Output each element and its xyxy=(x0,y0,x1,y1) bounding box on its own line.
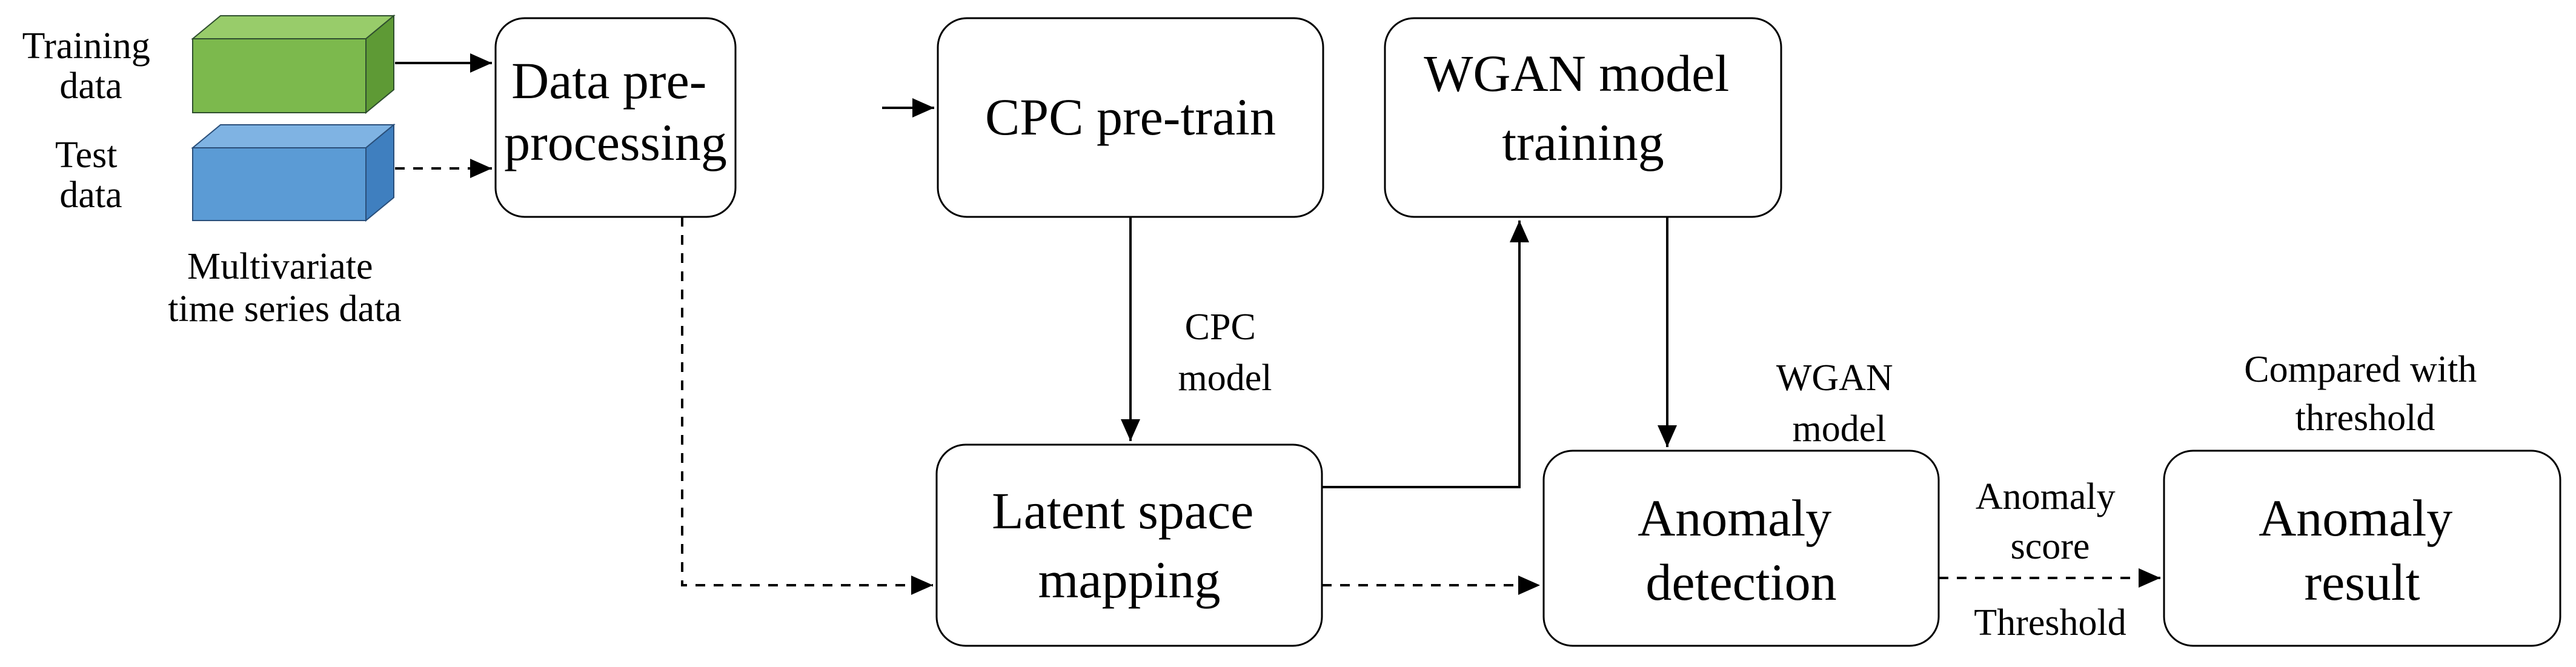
test-data-label-line-1: Test xyxy=(55,134,117,176)
training-data-label: Training data xyxy=(22,25,160,107)
test-block-top xyxy=(191,124,396,148)
test-data-label: Test data xyxy=(55,134,127,216)
cpc-model-label-line-2: model xyxy=(1178,357,1272,399)
node-latent-mapping-label: Latent space mapping xyxy=(992,482,1267,609)
compared-threshold-label: Compared with threshold xyxy=(2244,349,2486,439)
training-data-label-line-2: data xyxy=(59,65,122,107)
compared-threshold-label-line-1: Compared with xyxy=(2244,349,2477,390)
multivariate-caption: Multivariate time series data xyxy=(168,246,402,330)
cpc-model-label: CPC model xyxy=(1178,307,1272,399)
node-cpc-pretrain: CPC pre-train xyxy=(937,17,1324,218)
threshold-label-line-1: Threshold xyxy=(1974,602,2126,643)
node-wgan-training: WGAN model training xyxy=(1384,17,1782,218)
node-anomaly-result-line-1: Anomaly xyxy=(2259,489,2452,547)
node-data-preprocessing: Data pre- processing xyxy=(494,17,737,218)
node-wgan-training-label: WGAN model training xyxy=(1424,44,1742,171)
node-data-preprocessing-line-1: Data pre- xyxy=(511,51,706,110)
node-anomaly-detection-line-1: Anomaly xyxy=(1638,489,1831,547)
node-latent-mapping-line-1: Latent space xyxy=(992,482,1253,540)
node-anomaly-result-label: Anomaly result xyxy=(2259,489,2466,611)
edge-preprocessing-to-latent xyxy=(681,217,933,595)
threshold-label: Threshold xyxy=(1974,602,2126,643)
cpc-model-label-line-1: CPC xyxy=(1185,307,1256,348)
node-cpc-pretrain-line-1: CPC pre-train xyxy=(985,88,1276,146)
test-data-block xyxy=(191,123,396,222)
edge-latent-to-wgan-training xyxy=(1322,221,1529,488)
node-anomaly-detection: Anomaly detection xyxy=(1542,450,1940,647)
node-wgan-training-line-1: WGAN model xyxy=(1424,44,1729,102)
node-anomaly-result: Anomaly result xyxy=(2163,450,2561,647)
training-block-front xyxy=(192,38,367,113)
node-cpc-pretrain-label: CPC pre-train xyxy=(985,88,1276,146)
test-data-label-line-2: data xyxy=(59,174,122,216)
node-data-preprocessing-line-2: processing xyxy=(504,113,727,171)
wgan-model-label-line-1: WGAN xyxy=(1776,357,1893,399)
node-anomaly-detection-box xyxy=(1542,450,1940,647)
test-block-front xyxy=(192,147,367,221)
multivariate-caption-line-2: time series data xyxy=(168,288,402,330)
anomaly-score-label: Anomaly score xyxy=(1976,476,2125,567)
node-data-preprocessing-label: Data pre- processing xyxy=(504,51,727,171)
node-latent-mapping: Latent space mapping xyxy=(935,443,1323,647)
node-anomaly-detection-line-2: detection xyxy=(1645,553,1836,611)
node-anomaly-result-line-2: result xyxy=(2304,553,2420,611)
anomaly-score-label-line-1: Anomaly xyxy=(1976,476,2116,517)
multivariate-caption-line-1: Multivariate xyxy=(187,246,373,287)
compared-threshold-label-line-2: threshold xyxy=(2295,397,2435,439)
node-anomaly-result-box xyxy=(2163,450,2561,647)
node-anomaly-detection-label: Anomaly detection xyxy=(1638,489,1845,611)
node-latent-mapping-line-2: mapping xyxy=(1038,551,1221,609)
node-latent-mapping-box xyxy=(935,443,1323,647)
node-data-preprocessing-box xyxy=(494,17,737,218)
anomaly-score-label-line-2: score xyxy=(2011,526,2090,567)
training-data-block xyxy=(191,14,396,114)
wgan-model-label-line-2: model xyxy=(1793,408,1887,450)
node-wgan-training-line-2: training xyxy=(1502,113,1664,171)
training-data-label-line-1: Training xyxy=(22,25,150,67)
training-block-top xyxy=(191,15,396,39)
wgan-model-label: WGAN model xyxy=(1776,357,1902,450)
node-wgan-training-box xyxy=(1384,17,1782,218)
